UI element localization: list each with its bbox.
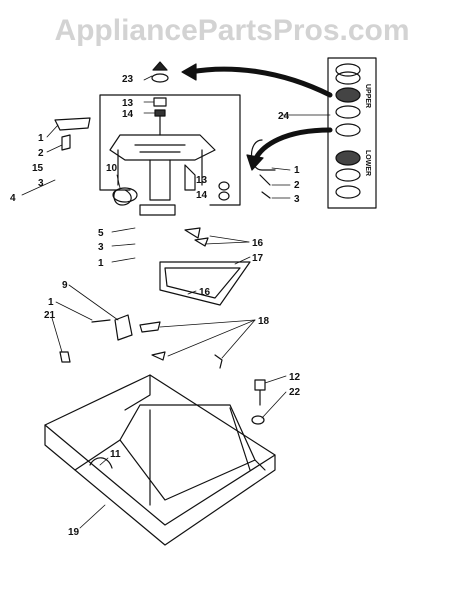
base-frame (44, 374, 276, 546)
lower-label: LOWER (364, 150, 371, 176)
arrow-upper (187, 66, 333, 98)
callout-3-right: 3 (294, 194, 300, 205)
arrow-lower (252, 127, 333, 163)
callout-5: 5 (98, 228, 104, 239)
callout-3-mid: 3 (98, 242, 104, 253)
callout-17: 17 (252, 253, 264, 264)
callout-4: 4 (10, 193, 16, 204)
callout-24: 24 (278, 111, 290, 122)
callout-14-right: 14 (196, 190, 208, 201)
callout-16-top: 16 (252, 238, 264, 249)
callout-13-top: 13 (122, 98, 134, 109)
callout-21: 21 (44, 310, 56, 321)
transmission-spider (109, 134, 230, 216)
upper-label: UPPER (364, 84, 371, 108)
callout-1-mid: 1 (98, 258, 104, 269)
bracket-outline (99, 94, 241, 206)
callout-15: 15 (32, 163, 44, 174)
callout-labels: 23 13 14 1 2 15 3 4 10 13 14 24 1 2 3 5 … (10, 74, 301, 538)
callout-10: 10 (106, 163, 118, 174)
callout-2-right: 2 (294, 180, 300, 191)
callout-9: 9 (62, 280, 68, 291)
middle-bracket (159, 227, 251, 306)
callout-19: 19 (68, 527, 80, 538)
leader-lines (21, 75, 331, 529)
callout-16-inner: 16 (199, 287, 211, 298)
bearing-kit-box (327, 57, 377, 209)
callout-3-left: 3 (38, 178, 44, 189)
bearing-kit-labels: UPPER LOWER (364, 84, 371, 176)
callout-1-lower: 1 (48, 297, 54, 308)
callout-2-left: 2 (38, 148, 44, 159)
callout-12: 12 (289, 372, 301, 383)
callout-13-right: 13 (196, 175, 208, 186)
left-fasteners (54, 117, 138, 206)
mid-fasteners (59, 314, 266, 425)
callout-18: 18 (258, 316, 270, 327)
arrow-upper-head (181, 63, 197, 81)
callout-11: 11 (110, 449, 121, 460)
arrow-lower-head (246, 154, 264, 171)
watermark-text: AppliancePartsPros.com (54, 14, 410, 47)
callout-23: 23 (122, 74, 134, 85)
callout-1-right: 1 (294, 165, 300, 176)
callout-1-left: 1 (38, 133, 44, 144)
callout-22: 22 (289, 387, 301, 398)
top-stack (151, 61, 169, 136)
callout-14-top: 14 (122, 109, 134, 120)
